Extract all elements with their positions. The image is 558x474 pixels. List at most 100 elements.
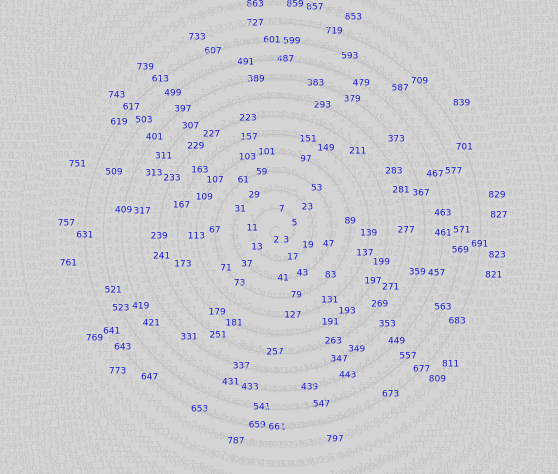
prime-number: 173 [174,259,192,270]
sequence-number: 381 [325,85,343,96]
sequence-number: 652 [182,400,200,411]
sequence-number: 967 [506,258,524,269]
sequence-number: 205 [376,198,394,209]
sequence-number: 1592 [41,433,65,444]
sequence-number: 954 [453,375,471,386]
sequence-number: 1319 [448,12,472,23]
sequence-number: 144 [350,180,368,191]
sequence-number: 1228 [58,396,82,407]
prime-number: 491 [237,57,255,68]
sequence-number: 810 [435,367,453,378]
sequence-number: 987 [455,70,473,81]
sequence-number: 393 [208,84,227,95]
sequence-number: 180 [216,313,234,324]
sequence-number: 971 [509,218,527,229]
sequence-number: 500 [156,94,174,105]
sequence-number: 844 [420,60,438,70]
sequence-number: 858 [296,0,314,11]
sequence-number: 280 [394,195,412,206]
sequence-number: 36 [234,251,247,262]
sequence-number: 697 [467,180,485,191]
sequence-number: 124 [254,308,272,319]
sequence-number: 274 [393,254,411,265]
sequence-number: 924 [180,441,199,451]
sequence-number: 816 [468,317,486,328]
sequence-number: 578 [441,157,459,168]
sequence-number: 115 [191,250,209,261]
sequence-number: 416 [120,274,138,285]
sequence-number: 1077 [172,459,196,469]
prime-number: 839 [453,98,471,109]
sequence-number: 1115 [496,338,520,349]
prime-number: 277 [397,225,415,236]
sequence-number: 754 [61,188,79,199]
sequence-number: 120 [218,291,236,302]
sequence-number: 76 [260,290,273,301]
sequence-number: 264 [333,331,351,342]
sequence-number: 1311 [500,72,523,83]
sequence-number: 992 [420,35,438,46]
sequence-number: 1061 [53,356,77,367]
sequence-number: 728 [236,19,254,30]
sequence-number: 390 [237,75,255,86]
sequence-number: 1147 [452,41,476,52]
sequence-number: 1646 [515,413,539,424]
sequence-number: 1239 [143,465,167,474]
sequence-number: 772 [102,358,120,369]
sequence-number: 212 [342,139,360,150]
sequence-number: 394 [199,88,217,99]
sequence-number: 721 [306,21,324,32]
sequence-number: 980 [491,130,509,141]
sequence-number: 1499 [470,7,494,18]
sequence-number: 1230 [71,411,95,422]
sequence-number: 1281 [507,358,531,368]
prime-number: 647 [141,372,159,383]
sequence-number: 1553 [4,71,28,82]
sequence-number: 207 [370,179,388,190]
sequence-number: 304 [207,105,225,116]
prime-number: 683 [448,316,466,326]
sequence-number: 782 [180,420,198,431]
sequence-number: 1395 [2,337,26,348]
sequence-number: 902 [44,278,62,289]
sequence-number: 894 [40,199,58,210]
prime-number: 449 [388,336,406,347]
sequence-number: 1051 [20,262,43,273]
sequence-number: 424 [162,341,180,352]
sequence-number: 152 [290,131,308,142]
sequence-number: 664 [298,420,316,431]
sequence-number: 997 [379,7,397,18]
sequence-number: 795 [306,438,324,449]
sequence-number: 1189 [75,40,99,51]
sequence-number: 1491 [520,70,544,80]
sequence-number: 1584 [0,368,19,378]
sequence-number: 1286 [528,312,551,323]
sequence-number: 1046 [17,213,41,223]
sequence-number: 1750 [0,67,9,78]
prime-number: 283 [385,166,403,177]
sequence-number: 1369 [17,86,41,97]
sequence-number: 1484 [548,133,558,144]
sequence-number: 916 [114,397,132,408]
prime-number: 313 [145,168,163,179]
sequence-number: 46 [318,248,331,259]
prime-number: 419 [132,301,150,312]
sequence-number: 764 [66,287,84,298]
sequence-number: 583 [418,113,436,124]
sequence-number: 290 [340,114,358,125]
sequence-number: 1102 [411,434,435,445]
sequence-number: 1054 [26,292,49,303]
sequence-number: 1687 [516,31,540,42]
sequence-number: 1460 [524,366,548,376]
sequence-number: 1556 [0,97,14,108]
sequence-number: 717 [344,32,362,43]
sequence-number: 195 [352,292,370,303]
sequence-number: 464 [433,198,451,209]
sequence-number: 841 [441,82,459,92]
sequence-number: 245 [167,288,185,299]
sequence-number: 1312 [494,64,518,75]
